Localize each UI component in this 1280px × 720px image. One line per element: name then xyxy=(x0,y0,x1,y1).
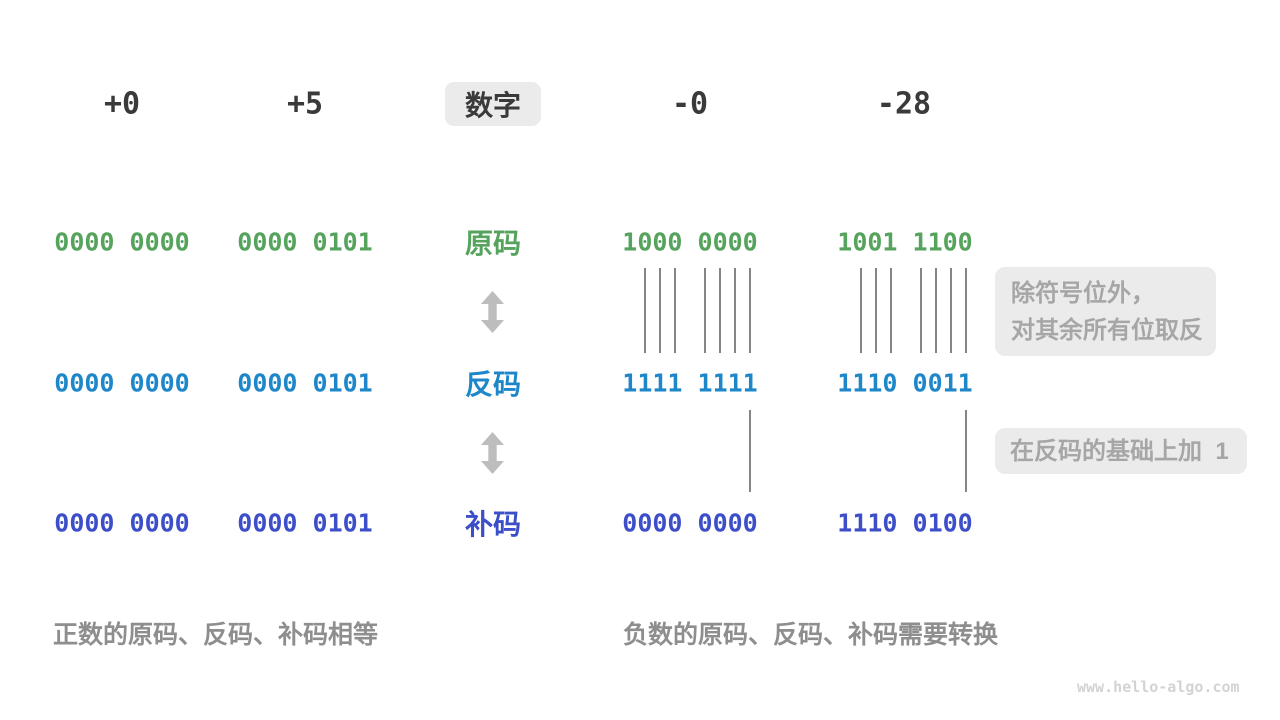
add-one-note: 在反码的基础上加 1 xyxy=(995,428,1247,474)
sign-magnitude-minus0: 1000 0000 xyxy=(622,227,758,257)
ones-complement-plus5: 0000 0101 xyxy=(237,368,373,398)
twos-complement-minus28: 1110 0100 xyxy=(837,508,973,538)
watermark-url: www.hello-algo.com xyxy=(1077,678,1240,696)
updown-arrow-icon xyxy=(481,291,504,333)
badge-sign-magnitude: 原码 xyxy=(464,228,521,259)
sign-magnitude-minus28: 1001 1100 xyxy=(837,227,973,257)
twos-complement-minus0: 0000 0000 xyxy=(622,508,758,538)
header-value-minus-28: -28 xyxy=(876,86,932,122)
badge-ones-complement: 反码 xyxy=(464,369,521,400)
header-value-minus-0: -0 xyxy=(671,86,709,122)
twos-complement-plus5: 0000 0101 xyxy=(237,508,373,538)
invert-bits-note-line2: 对其余所有位取反 xyxy=(1011,316,1203,344)
invert-bits-note-line1: 除符号位外， xyxy=(1011,279,1155,307)
add-one-note-text: 在反码的基础上加 1 xyxy=(1010,437,1229,465)
ones-complement-minus0: 1111 1111 xyxy=(622,368,758,398)
sign-magnitude-plus5: 0000 0101 xyxy=(237,227,373,257)
invert-bits-note: 除符号位外， 对其余所有位取反 xyxy=(995,267,1216,356)
ones-complement-minus28: 1110 0011 xyxy=(837,368,973,398)
caption-negative-numbers: 负数的原码、反码、补码需要转换 xyxy=(623,621,999,649)
badge-twos-complement: 补码 xyxy=(464,509,521,540)
caption-positive-numbers: 正数的原码、反码、补码相等 xyxy=(53,621,379,649)
sign-magnitude-plus0: 0000 0000 xyxy=(54,227,190,257)
header-value-plus-5: +5 xyxy=(286,86,324,122)
twos-complement-plus0: 0000 0000 xyxy=(54,508,190,538)
updown-arrow-icon xyxy=(481,432,504,474)
header-value-plus-0: +0 xyxy=(103,86,141,122)
badge-number: 数字 xyxy=(445,82,541,126)
ones-complement-plus0: 0000 0000 xyxy=(54,368,190,398)
